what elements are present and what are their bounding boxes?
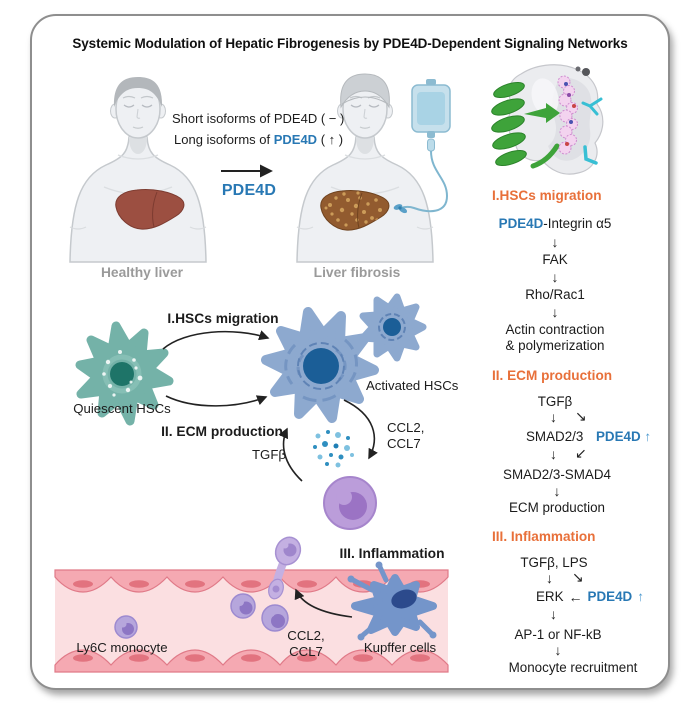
ccl-line1: CCL2, xyxy=(387,420,425,435)
actin-line1: Actin contraction xyxy=(505,322,605,337)
up-arrow-icon: ↑ xyxy=(637,589,644,604)
protein-structure-illustration xyxy=(491,64,604,175)
down-right-arrow-icon: ↘ xyxy=(572,569,584,585)
secreted-molecule-dots xyxy=(313,430,354,468)
long-isoform-suffix: ( ↑ ) xyxy=(317,132,344,147)
iv-needle-icon xyxy=(393,204,408,214)
migration-arrow-bottom xyxy=(165,395,268,407)
tgfb-cycle-label: TGFβ xyxy=(252,447,286,462)
long-isoform-label: Long isoforms of PDE4D ( ↑ ) xyxy=(174,132,343,147)
pathway-step-fak: FAK xyxy=(542,252,568,267)
actin-line2: & polymerization xyxy=(505,337,605,353)
pathway-smad-pde4d: PDE4D ↑ xyxy=(596,429,651,445)
iv-tube xyxy=(400,150,449,213)
quiescent-hsc-caption: Quiescent HSCs xyxy=(73,401,171,416)
quiescent-hsc-cell xyxy=(75,321,174,426)
kupffer-cell xyxy=(347,561,437,641)
healthy-liver-shape xyxy=(115,188,185,230)
activated-hsc-cell-small xyxy=(359,293,427,362)
activated-hsc-caption: Activated HSCs xyxy=(366,378,459,393)
pde4d-gene: PDE4D xyxy=(596,429,641,444)
transition-gene-label: PDE4D xyxy=(221,182,277,199)
kupffer-cells-caption: Kupffer cells xyxy=(363,640,437,655)
down-arrow-icon: ↓ xyxy=(550,446,557,462)
down-arrow-icon: ↓ xyxy=(554,642,562,658)
pathway-step-tgfb: TGFβ xyxy=(537,394,573,409)
integrin-rest: -Integrin α5 xyxy=(543,216,612,231)
pathway-step-actin: Actin contraction & polymerization xyxy=(470,322,640,354)
inflammation-label: III. Inflammation xyxy=(339,546,445,561)
kupffer-ccl-label: CCL2, CCL7 xyxy=(280,628,332,659)
down-arrow-icon: ↓ xyxy=(553,483,561,499)
short-isoform-label: Short isoforms of PDE4D ( − ) xyxy=(172,111,345,126)
long-isoform-gene: PDE4D xyxy=(273,132,318,147)
vessel-monocyte xyxy=(261,604,289,632)
liver-fibrosis-caption: Liver fibrosis xyxy=(313,265,401,280)
pathway-step-pde4d-integrin: PDE4D-Integrin α5 xyxy=(470,216,640,232)
down-arrow-icon: ↓ xyxy=(546,570,553,586)
long-isoform-prefix: Long isoforms of xyxy=(174,132,274,147)
pathway-inflammation-heading: III. Inflammation xyxy=(492,529,596,544)
kupffer-ccl-arrow xyxy=(294,588,353,618)
ccl-line1: CCL2, xyxy=(287,628,325,643)
down-arrow-icon: ↓ xyxy=(551,234,559,250)
tgfb-feedback-arrow xyxy=(278,427,303,482)
pathway-migration-heading: I.HSCs migration xyxy=(492,188,602,203)
pathway-step-tgfb-lps: TGFβ, LPS xyxy=(520,555,588,570)
ccl-line2: CCL7 xyxy=(387,435,421,451)
migration-arrow-top xyxy=(162,330,270,350)
pathway-step-smad23: SMAD2/3 xyxy=(526,429,584,444)
pathway-step-smad-smad4: SMAD2/3-SMAD4 xyxy=(503,467,611,482)
figure-title: Systemic Modulation of Hepatic Fibrogene… xyxy=(72,36,628,51)
monocyte-cell xyxy=(323,476,377,530)
ccl-secretion-label: CCL2, CCL7 xyxy=(387,420,424,451)
pathway-step-ap1-nfkb: AP-1 or NF-kB xyxy=(514,627,602,642)
down-left-arrow-icon: ↙ xyxy=(575,445,587,461)
pathway-step-rho-rac1: Rho/Rac1 xyxy=(525,287,585,302)
ccl-line2: CCL7 xyxy=(289,643,323,659)
ecm-production-label: II. ECM production xyxy=(161,424,283,439)
pathway-ecm-heading: II. ECM production xyxy=(492,368,613,383)
hsc-migration-label: I.HSCs migration xyxy=(167,311,279,326)
vessel-monocyte xyxy=(230,593,256,619)
down-arrow-icon: ↓ xyxy=(551,304,559,320)
hair-shape xyxy=(113,77,163,107)
healthy-person-illustration xyxy=(69,77,207,263)
ccl-secretion-arrow xyxy=(343,399,378,460)
erk-label: ERK xyxy=(536,589,564,604)
iv-bag-illustration xyxy=(393,79,451,214)
transmigrating-monocyte xyxy=(268,536,302,600)
protein-cyan-sticks xyxy=(581,97,603,165)
down-arrow-icon: ↓ xyxy=(550,606,557,622)
left-arrow-icon: ← xyxy=(568,588,583,605)
pathway-step-erk-row: ERK ← PDE4D ↑ xyxy=(536,589,644,605)
fibrotic-person-illustration xyxy=(296,73,451,263)
pde4d-gene: PDE4D xyxy=(498,216,544,231)
vessel-monocyte xyxy=(114,615,138,639)
down-arrow-icon: ↓ xyxy=(550,409,557,425)
ly6c-monocyte-caption: Ly6C monocyte xyxy=(76,640,168,655)
up-arrow-icon: ↑ xyxy=(644,429,652,444)
down-right-arrow-icon: ↘ xyxy=(575,408,587,424)
down-arrow-icon: ↓ xyxy=(551,269,559,285)
pathway-step-ecm-production: ECM production xyxy=(508,500,605,515)
surgical-cap-shape xyxy=(340,73,390,109)
pde4d-gene: PDE4D xyxy=(587,589,633,604)
healthy-liver-caption: Healthy liver xyxy=(100,265,184,280)
protein-helix xyxy=(491,81,560,169)
pathway-step-monocyte-recruitment: Monocyte recruitment xyxy=(508,660,638,675)
activated-hsc-cell-large xyxy=(261,307,379,423)
